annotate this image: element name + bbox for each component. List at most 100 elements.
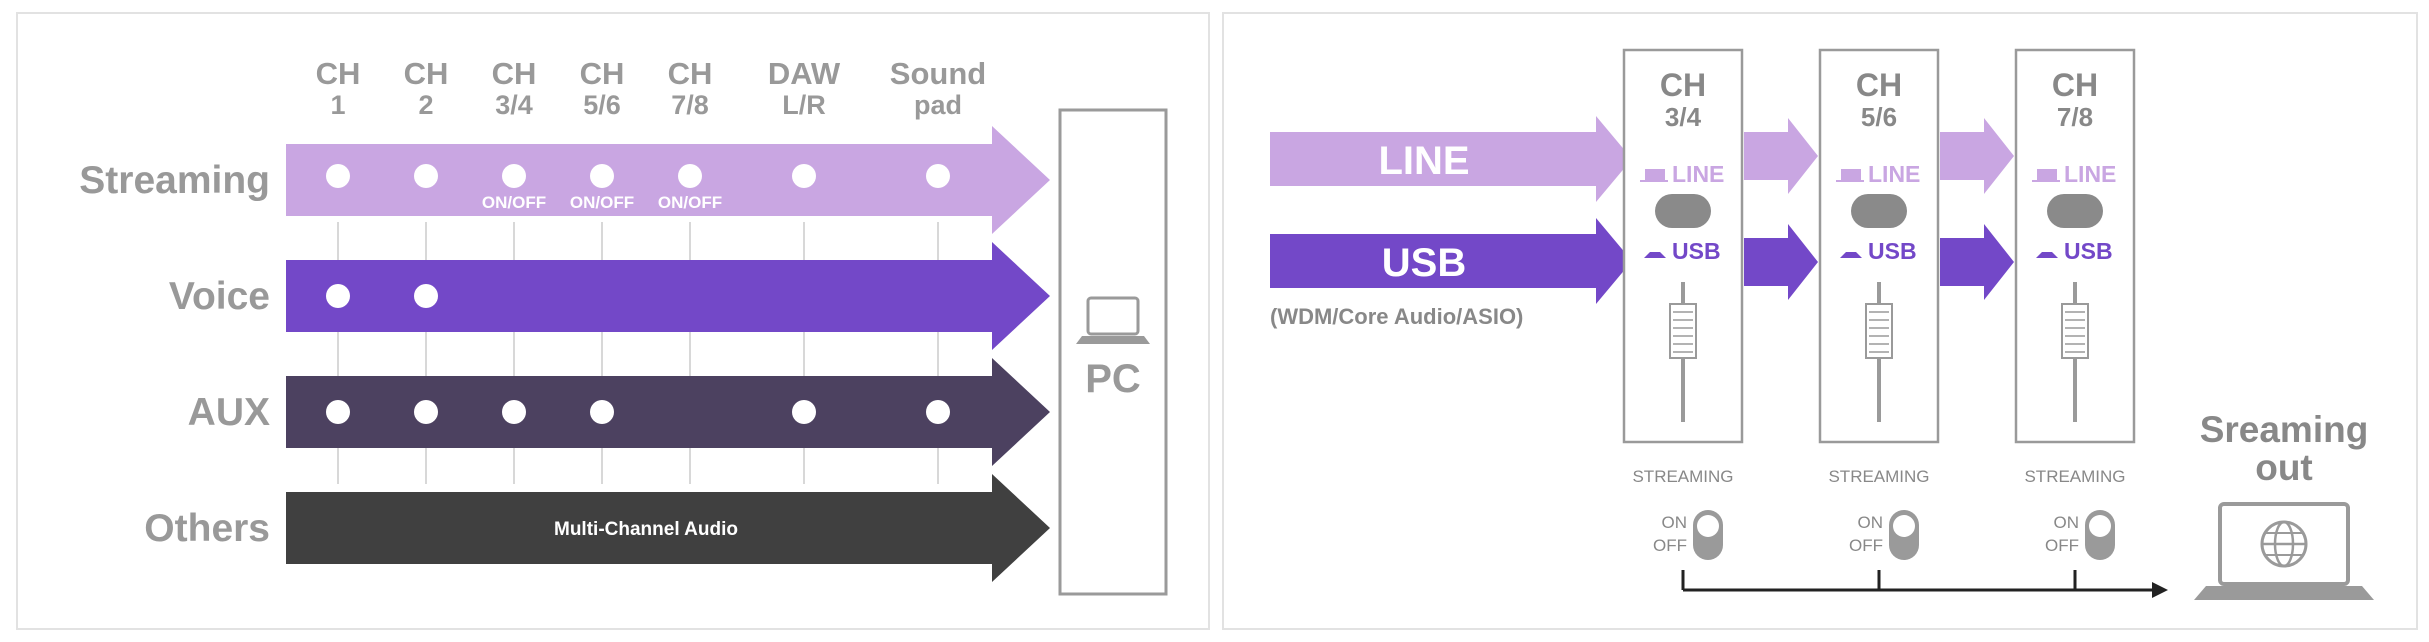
channel-dot [792, 400, 816, 424]
column-header-line2: 5/6 [583, 90, 621, 120]
usb-connector-arrow [1940, 224, 2014, 300]
channel-header-line1: CH [1856, 67, 1902, 103]
streaming-bus-arrowhead [2152, 582, 2168, 598]
channel-dot [326, 400, 350, 424]
laptop-screen [1086, 296, 1140, 336]
column-header-line1: CH [404, 56, 449, 91]
channel-header-line2: 5/6 [1861, 102, 1897, 132]
on-label: ON [1662, 513, 1688, 532]
multichannel-label: Multi-Channel Audio [554, 519, 738, 540]
column-header-line2: L/R [782, 90, 826, 120]
pc-box [1058, 108, 1168, 596]
row-arrow-others [286, 474, 1050, 582]
row-arrow-aux [286, 358, 1050, 466]
column-header-line1: CH [668, 56, 713, 91]
column-header-line1: CH [580, 56, 625, 91]
off-label: OFF [2045, 536, 2079, 555]
channel-dot [926, 400, 950, 424]
usb-input-label: USB [1382, 241, 1466, 285]
streaming-label: STREAMING [1632, 467, 1733, 486]
switch-usb-label: USB [1672, 238, 1721, 264]
streaming-toggle-knob [1697, 515, 1719, 537]
usb-switch-icon [1644, 252, 1666, 258]
channel-dot [590, 164, 614, 188]
line-connector-arrow [1940, 118, 2014, 194]
row-label: AUX [188, 391, 270, 434]
column-header-line2: 1 [330, 90, 345, 120]
line-input-arrow [1270, 116, 1632, 202]
channel-dot [414, 164, 438, 188]
usb-input-arrow [1270, 218, 1632, 304]
channel-dot [792, 164, 816, 188]
input-select-switch[interactable] [1851, 194, 1907, 228]
stream-out-title-line1: Sreaming [2200, 409, 2369, 450]
switch-line-label: LINE [1868, 161, 1920, 187]
usb-switch-icon [2036, 252, 2058, 258]
switch-line-label: LINE [1672, 161, 1724, 187]
channel-header-line2: 3/4 [1665, 102, 1702, 132]
column-header-line1: CH [492, 56, 537, 91]
line-connector-arrow [1744, 118, 1818, 194]
fader-knob[interactable] [1669, 303, 1697, 359]
stream-out-title-line2: out [2255, 447, 2313, 488]
channel-dot [926, 164, 950, 188]
streaming-label: STREAMING [2024, 467, 2125, 486]
switch-line-label: LINE [2064, 161, 2116, 187]
onoff-label: ON/OFF [658, 193, 722, 212]
channel-header-line2: 7/8 [2057, 102, 2093, 132]
channel-dot [502, 400, 526, 424]
row-label: Voice [169, 275, 270, 318]
row-arrow-streaming [286, 126, 1050, 234]
laptop-globe-icon [2194, 502, 2374, 600]
switch-usb-label: USB [1868, 238, 1917, 264]
line-switch-icon [2032, 169, 2060, 182]
channel-dot [326, 164, 350, 188]
routing-matrix-diagram: CH1CH2CH3/4CH5/6CH7/8DAWL/RSoundpadStrea… [79, 56, 1168, 596]
off-label: OFF [1849, 536, 1883, 555]
column-header-line1: Sound [890, 56, 986, 91]
usb-subtitle: (WDM/Core Audio/ASIO) [1270, 304, 1523, 329]
row-label: Streaming [79, 159, 270, 202]
streaming-label: STREAMING [1828, 467, 1929, 486]
channel-dot [326, 284, 350, 308]
column-header-line1: DAW [768, 56, 841, 91]
onoff-label: ON/OFF [482, 193, 546, 212]
column-header-line1: CH [316, 56, 361, 91]
line-switch-icon [1640, 169, 1668, 182]
column-header-line2: 3/4 [495, 90, 533, 120]
switch-usb-label: USB [2064, 238, 2113, 264]
pc-label: PC [1085, 357, 1141, 401]
input-select-switch[interactable] [2047, 194, 2103, 228]
channel-dot [414, 284, 438, 308]
on-label: ON [2054, 513, 2080, 532]
channel-dot [590, 400, 614, 424]
input-select-switch[interactable] [1655, 194, 1711, 228]
channel-header-line1: CH [1660, 67, 1706, 103]
usb-switch-icon [1840, 252, 1862, 258]
off-label: OFF [1653, 536, 1687, 555]
line-input-label: LINE [1378, 139, 1469, 183]
fader-knob[interactable] [2061, 303, 2089, 359]
laptop-base [1076, 336, 1150, 344]
onoff-label: ON/OFF [570, 193, 634, 212]
channel-header-line1: CH [2052, 67, 2098, 103]
laptop-base [2194, 586, 2374, 600]
fader-knob[interactable] [1865, 303, 1893, 359]
laptop-icon [1076, 296, 1150, 344]
streaming-toggle-knob [1893, 515, 1915, 537]
on-label: ON [1858, 513, 1884, 532]
channel-dot [502, 164, 526, 188]
row-arrow-voice [286, 242, 1050, 350]
column-header-line2: pad [914, 90, 962, 120]
channel-dot [414, 400, 438, 424]
streaming-toggle-knob [2089, 515, 2111, 537]
row-label: Others [144, 507, 270, 550]
line-switch-icon [1836, 169, 1864, 182]
channel-dot [678, 164, 702, 188]
column-header-line2: 7/8 [671, 90, 709, 120]
column-header-line2: 2 [418, 90, 433, 120]
usb-connector-arrow [1744, 224, 1818, 300]
